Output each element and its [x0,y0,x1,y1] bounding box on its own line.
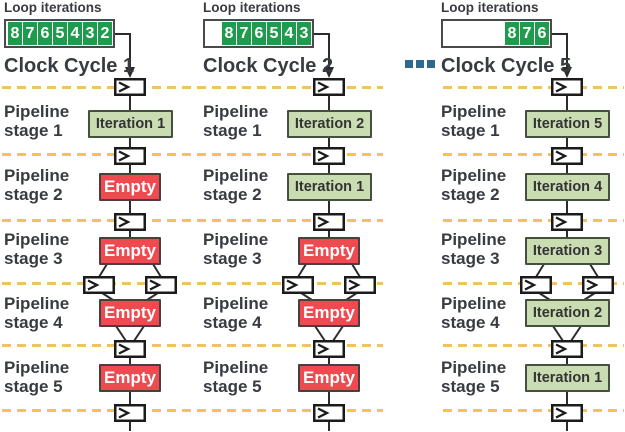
pipeline-stage-box: Iteration 3 [525,237,610,265]
stage-separator-dashed-line [443,219,624,222]
register-icon [114,404,146,422]
stage-separator-dashed-line [2,153,383,156]
pipeline-stage-box: Empty [99,299,161,327]
pipeline-stage-box: Iteration 1 [88,110,173,138]
loop-iteration-cell: 6 [252,22,266,45]
stage-separator-dashed-line [2,219,383,222]
clock-cycle-1-column: Loop iterations 8 7 6 5 4 3 2 Clock Cycl… [0,0,195,432]
stage-separator-dashed-line [2,282,383,285]
pipeline-stage-label: Pipeline stage 4 [4,294,70,332]
register-icon [313,147,345,165]
clock-cycle-label: Clock Cycle 5 [441,55,572,77]
register-icon [114,340,146,358]
pipeline-stage-label: Pipeline stage 5 [203,358,269,396]
clock-cycle-label: Clock Cycle 2 [203,55,334,77]
pipeline-stage-label: Pipeline stage 2 [441,166,507,204]
loop-iterations-queue: 8 7 6 5 4 3 [203,19,314,48]
register-icon [313,213,345,231]
loop-iteration-cell: 3 [83,22,97,45]
register-icon [582,276,614,294]
clock-cycle-5-column: Loop iterations 8 7 6 Clock Cycle 5 Pipe… [437,0,625,432]
stage-separator-dashed-line [443,86,624,89]
loop-iteration-cell: 8 [505,22,519,45]
register-icon [551,213,583,231]
pipeline-stage-label: Pipeline stage 1 [441,102,507,140]
register-icon [551,404,583,422]
register-icon [313,340,345,358]
loop-iterations-label: Loop iterations [203,0,301,15]
stage-separator-dashed-line [2,344,383,347]
register-icon [282,276,314,294]
register-icon [551,340,583,358]
stage-separator-dashed-line [443,409,624,412]
register-icon [145,276,177,294]
loop-iterations-label: Loop iterations [441,0,539,15]
loop-iteration-cell: 6 [535,22,549,45]
loop-iteration-cell: 7 [23,22,37,45]
pipeline-stage-box: Empty [99,364,161,392]
stage-separator-dashed-line [443,153,624,156]
pipeline-stage-label: Pipeline stage 4 [441,294,507,332]
pipeline-stage-box: Iteration 2 [525,299,610,327]
pipeline-stage-box: Iteration 4 [525,173,610,201]
pipeline-stage-label: Pipeline stage 3 [441,230,507,268]
pipeline-stage-label: Pipeline stage 3 [203,230,269,268]
pipeline-stage-label: Pipeline stage 3 [4,230,70,268]
loop-iteration-cell: 6 [38,22,52,45]
pipeline-stage-box: Iteration 5 [525,110,610,138]
pipeline-stage-box: Empty [99,237,161,265]
register-icon [313,404,345,422]
loop-iteration-cell: 3 [297,22,311,45]
register-icon [551,147,583,165]
register-icon [551,78,583,96]
ellipsis-icon [405,60,435,68]
pipeline-stage-box: Iteration 2 [287,110,372,138]
register-icon [313,78,345,96]
stage-separator-dashed-line [2,86,383,89]
pipeline-stage-label: Pipeline stage 2 [203,166,269,204]
loop-iterations-queue: 8 7 6 5 4 3 2 [4,19,115,48]
clock-cycle-label: Clock Cycle 1 [4,55,135,77]
pipeline-stage-box: Iteration 1 [287,173,372,201]
loop-iteration-cell: 4 [68,22,82,45]
pipeline-stage-box: Iteration 1 [525,364,610,392]
loop-iterations-queue: 8 7 6 [441,19,552,48]
pipeline-stage-label: Pipeline stage 4 [203,294,269,332]
loop-iterations-label: Loop iterations [4,0,102,15]
loop-iteration-cell: 5 [267,22,281,45]
register-icon [344,276,376,294]
loop-iteration-cell: 7 [520,22,534,45]
pipeline-stage-box: Empty [99,173,161,201]
stage-separator-dashed-line [443,344,624,347]
stage-separator-dashed-line [2,409,383,412]
pipeline-stage-label: Pipeline stage 1 [4,102,70,140]
register-icon [520,276,552,294]
register-icon [83,276,115,294]
loop-iteration-cell: 8 [222,22,236,45]
loop-iteration-cell: 5 [53,22,67,45]
loop-iteration-cell: 2 [98,22,112,45]
clock-cycle-2-column: Loop iterations 8 7 6 5 4 3 Clock Cycle … [199,0,394,432]
pipeline-stage-box: Empty [298,299,360,327]
loop-iteration-cell: 4 [282,22,296,45]
register-icon [114,78,146,96]
pipeline-stage-box: Empty [298,364,360,392]
pipeline-stage-label: Pipeline stage 2 [4,166,70,204]
pipeline-stage-label: Pipeline stage 5 [4,358,70,396]
register-icon [114,147,146,165]
pipeline-stage-box: Empty [298,237,360,265]
loop-iteration-cell: 7 [237,22,251,45]
pipeline-stage-label: Pipeline stage 5 [441,358,507,396]
pipeline-stage-label: Pipeline stage 1 [203,102,269,140]
register-icon [114,213,146,231]
loop-iteration-cell: 8 [8,22,22,45]
